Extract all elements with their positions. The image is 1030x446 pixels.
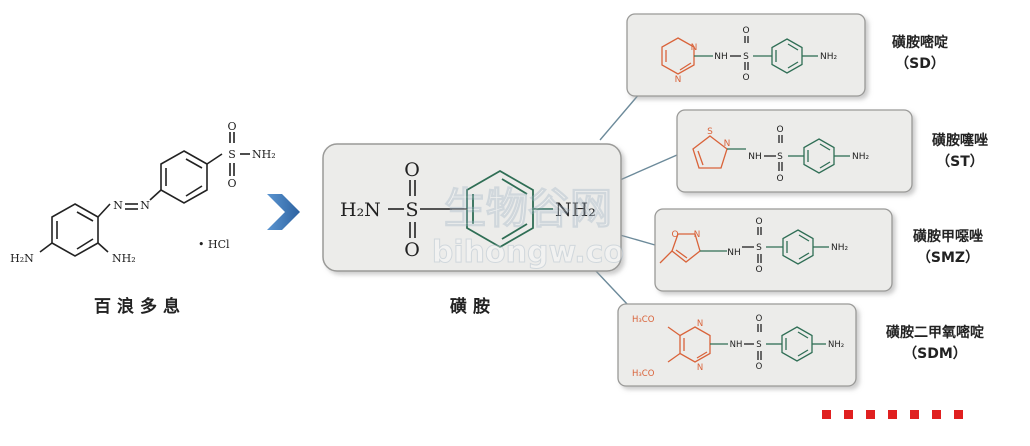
smz-nh: NH [727,248,741,258]
st-name: 磺胺噻唑 [932,132,988,149]
prontosil-structure [39,132,250,257]
sd-nh2: NH₂ [820,52,838,62]
smz-structure [659,227,829,265]
sdm-och3-top: H₃CO [632,315,655,325]
smz-box [654,208,893,292]
st-labels: S N NH O S O NH₂ [707,125,869,184]
sulfanilamide-o-top: O [404,159,420,181]
sulfanilamide-left-nh2: H₂N [340,199,381,221]
sd-s: S [743,52,749,62]
prontosil-labels: O S O NH₂ N N H₂N NH₂ • HCl [10,120,275,265]
sdm-o1: O [756,314,763,324]
sdm-abbr: （SDM） [903,346,967,362]
sdm-benzene-ring [781,326,813,362]
prontosil-name: 百浪多息 [94,296,186,317]
sdm-och3-bottom: H₃CO [632,369,655,379]
sdm-n1: N [697,319,703,329]
prontosil-o2: O [227,177,236,190]
sdm-s: S [756,340,761,350]
sulfanilamide-structure [466,169,553,249]
smz-benzene-ring [782,229,814,265]
prontosil-s: S [228,148,236,161]
sdm-structure [667,324,826,363]
sd-o1: O [742,26,749,36]
prontosil-o1: O [227,120,236,133]
chevron-right-icon [267,194,300,230]
smz-o1: O [755,217,762,227]
sulfanilamide-ring [466,169,534,249]
sdm-nh2: NH₂ [828,340,844,350]
sd-nh: NH [714,52,728,62]
watermark: 生物谷网 bihongw.co [431,184,624,271]
prontosil-nh2-bottom: NH₂ [112,252,136,265]
sdm-n2: N [697,363,703,373]
sulfanilamide-so2-bonds [388,180,467,238]
smz-n-ring: N [694,230,701,240]
st-o2: O [776,174,783,184]
sd-n1: N [691,43,698,53]
watermark-line2: bihongw.co [432,235,624,270]
sd-benzene-ring [771,38,803,74]
st-s: S [777,152,783,162]
sdm-box [617,303,857,387]
prontosil-top-ring [160,150,208,204]
sulfanilamide-box [322,143,622,272]
st-s-ring: S [707,127,713,137]
sdm-o2: O [756,362,763,372]
smz-o-ring: O [671,230,678,240]
sd-abbr: （SD） [895,56,945,72]
watermark-line1: 生物谷网 [444,184,612,233]
sd-box [626,13,866,97]
red-dash-decoration [822,410,963,419]
sd-labels: N N NH O S O NH₂ [675,26,838,85]
st-nh: NH [748,152,762,162]
smz-isoxazole-ring [671,233,701,263]
sulfanilamide-name: 磺 胺 [450,296,490,317]
st-box [676,109,913,193]
prontosil-bottom-ring [51,203,99,257]
st-abbr: （ST） [936,154,984,170]
connector-sdm [594,269,629,306]
prontosil-hcl: • HCl [198,238,230,251]
smz-o2: O [755,265,762,275]
sdm-labels: H₃CO H₃CO N N NH O S O NH₂ [632,314,844,379]
sulfanilamide-o-bottom: O [404,239,420,261]
smz-name: 磺胺甲噁唑 [913,228,983,245]
st-benzene-ring [803,138,835,174]
sd-name: 磺胺嘧啶 [892,34,948,51]
smz-labels: O N NH O S O NH₂ [671,217,848,275]
prontosil-nh2-left: H₂N [10,252,34,265]
prontosil-n1: N [113,199,123,212]
sd-structure [661,36,818,75]
connector-smz [619,234,656,246]
st-nh2: NH₂ [852,152,870,162]
smz-abbr: （SMZ） [917,250,979,266]
smz-nh2: NH₂ [831,243,849,253]
sulfanilamide-right-nh2: NH₂ [555,199,596,221]
prontosil-n2: N [140,199,150,212]
sulfanilamide-s: S [405,199,418,221]
st-o1: O [776,125,783,135]
sd-o2: O [742,73,749,83]
st-thiazole-ring [692,135,728,169]
sdm-name: 磺胺二甲氧嘧啶 [886,324,984,341]
sdm-nh: NH [730,340,743,350]
sulfanilamide-labels: O S O H₂N NH₂ [340,159,596,261]
connector-st [619,154,678,181]
st-structure [692,135,850,174]
prontosil-nh2-top: NH₂ [252,148,276,161]
sd-pyrimidine-ring [661,37,695,75]
sd-n2: N [675,75,682,85]
smz-s: S [756,243,762,253]
st-n-ring: N [724,139,731,149]
